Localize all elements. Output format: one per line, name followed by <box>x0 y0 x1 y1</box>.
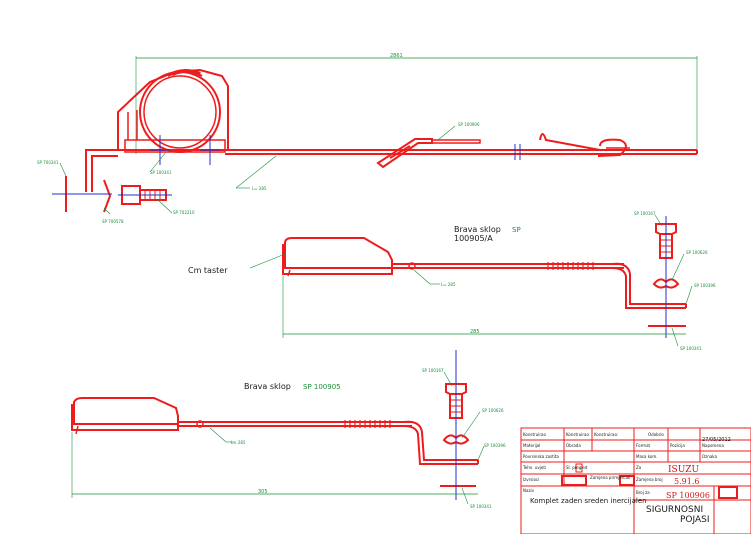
mid-title-line2: 100905/A <box>454 234 493 243</box>
bot-buckle-housing <box>71 397 179 435</box>
title-block-final-title-1: SIGURNOSNI <box>646 505 703 515</box>
top-strap-end-loop <box>539 133 630 157</box>
callout-mid-nut: SP 100626 <box>686 250 708 255</box>
bot-title-line1: Brava sklop <box>244 382 291 391</box>
mid-bracket <box>611 262 686 305</box>
svg-text:Format: Format <box>636 443 651 448</box>
bot-bracket <box>403 420 478 461</box>
title-block-red-box-3 <box>718 486 738 499</box>
mid-belt-note: L= 285 <box>441 282 456 287</box>
svg-text:Broj za: Broj za <box>636 490 650 495</box>
top-assembly: 2861 <box>37 53 698 224</box>
mid-buckle-housing <box>282 237 393 277</box>
svg-text:Povrsinska zastita: Povrsinska zastita <box>523 454 559 459</box>
svg-text:Konstruirao: Konstruirao <box>566 432 589 437</box>
svg-text:Izvrsioci: Izvrsioci <box>523 477 539 482</box>
title-block-red-box-2 <box>619 475 635 486</box>
bot-belt-ribs <box>344 420 391 428</box>
mid-label-cm: Cm taster <box>188 266 228 275</box>
mid-title-line1: Brava sklop <box>454 225 501 234</box>
svg-text:Za: Za <box>636 465 642 470</box>
title-block-number: 5.91.6 <box>674 477 699 486</box>
mid-belt-ribs <box>547 262 594 270</box>
bot-dimension-text: 305 <box>258 489 268 495</box>
callout-top-buckle: SP 100906 <box>458 122 480 127</box>
svg-text:Naziv: Naziv <box>523 488 535 493</box>
title-block-date: 27/05/2012 <box>702 437 731 443</box>
mid-title-sp: SP <box>512 226 521 234</box>
callout-bot-nut: SP 100626 <box>482 408 504 413</box>
top-buckle-tongue <box>376 138 481 169</box>
svg-text:Zamjena broj: Zamjena broj <box>636 477 663 482</box>
title-block: Konstruirao Konstruirao Konstruirao: Odo… <box>520 427 751 534</box>
svg-text:Masa kom.: Masa kom. <box>636 454 658 459</box>
svg-text:Konstruirao:: Konstruirao: <box>594 432 618 437</box>
title-block-brand: ISUZU <box>668 465 700 475</box>
svg-text:Odobrio: Odobrio <box>648 432 664 437</box>
bot-belt-note: L= 285 <box>231 440 246 445</box>
callout-mid-plate: SP 100341 <box>680 346 702 351</box>
title-block-final-title-2: POJASI <box>680 515 710 525</box>
svg-text:Obrada: Obrada <box>566 443 581 448</box>
title-block-red-box-1 <box>561 475 587 486</box>
top-belt-note: L= 285 <box>252 186 267 191</box>
bot-bolt-stack <box>440 350 476 500</box>
svg-text:Tehn. uvjeti: Tehn. uvjeti <box>522 465 546 470</box>
mid-bolt-stack <box>648 216 686 338</box>
top-dimension-text: 2861 <box>390 53 403 59</box>
callout-top-mount: SP 100341 <box>150 170 172 175</box>
svg-text:Pozicija: Pozicija <box>670 443 685 448</box>
callout-bot-washer: SP 100396 <box>484 443 506 448</box>
svg-text:Oznaka: Oznaka <box>702 454 717 459</box>
callout-top-bracket: SP 700578 <box>102 219 124 224</box>
svg-text:Materijal: Materijal <box>523 443 540 448</box>
callout-mid-washer: SP 100396 <box>694 283 716 288</box>
svg-text:Zamjena primjercak: Zamjena primjercak <box>590 475 631 480</box>
bot-title-sp: SP 100905 <box>303 383 341 391</box>
callout-bot-bolt: SP 100167 <box>422 368 444 373</box>
callout-top-bolt: SP 702210 <box>173 210 195 215</box>
title-block-name-value: Komplet zaden sreden inercijalen <box>530 497 647 505</box>
middle-assembly: 285 Brava sklop SP 100905/A Cm taster L=… <box>188 211 716 351</box>
callout-mid-bolt: SP 100167 <box>634 211 656 216</box>
mid-dimension-text: 285 <box>470 329 480 335</box>
callout-top-left: SP 700341 <box>37 160 59 165</box>
callout-bot-plate: SP 100341 <box>470 504 492 509</box>
svg-text:Sl. pregled: Sl. pregled <box>566 465 588 470</box>
svg-text:Konstruirao: Konstruirao <box>523 432 546 437</box>
title-block-part-number: SP 100906 <box>666 491 710 500</box>
top-l-bracket <box>85 149 118 192</box>
top-bolt-assembly <box>52 176 172 213</box>
retractor-body <box>117 68 229 165</box>
bottom-assembly: 305 Brava sklop SP 100905 L= 285 SP 1001… <box>71 350 506 509</box>
top-l-bracket-inner <box>91 155 118 192</box>
svg-text:Napomena: Napomena <box>702 443 724 448</box>
